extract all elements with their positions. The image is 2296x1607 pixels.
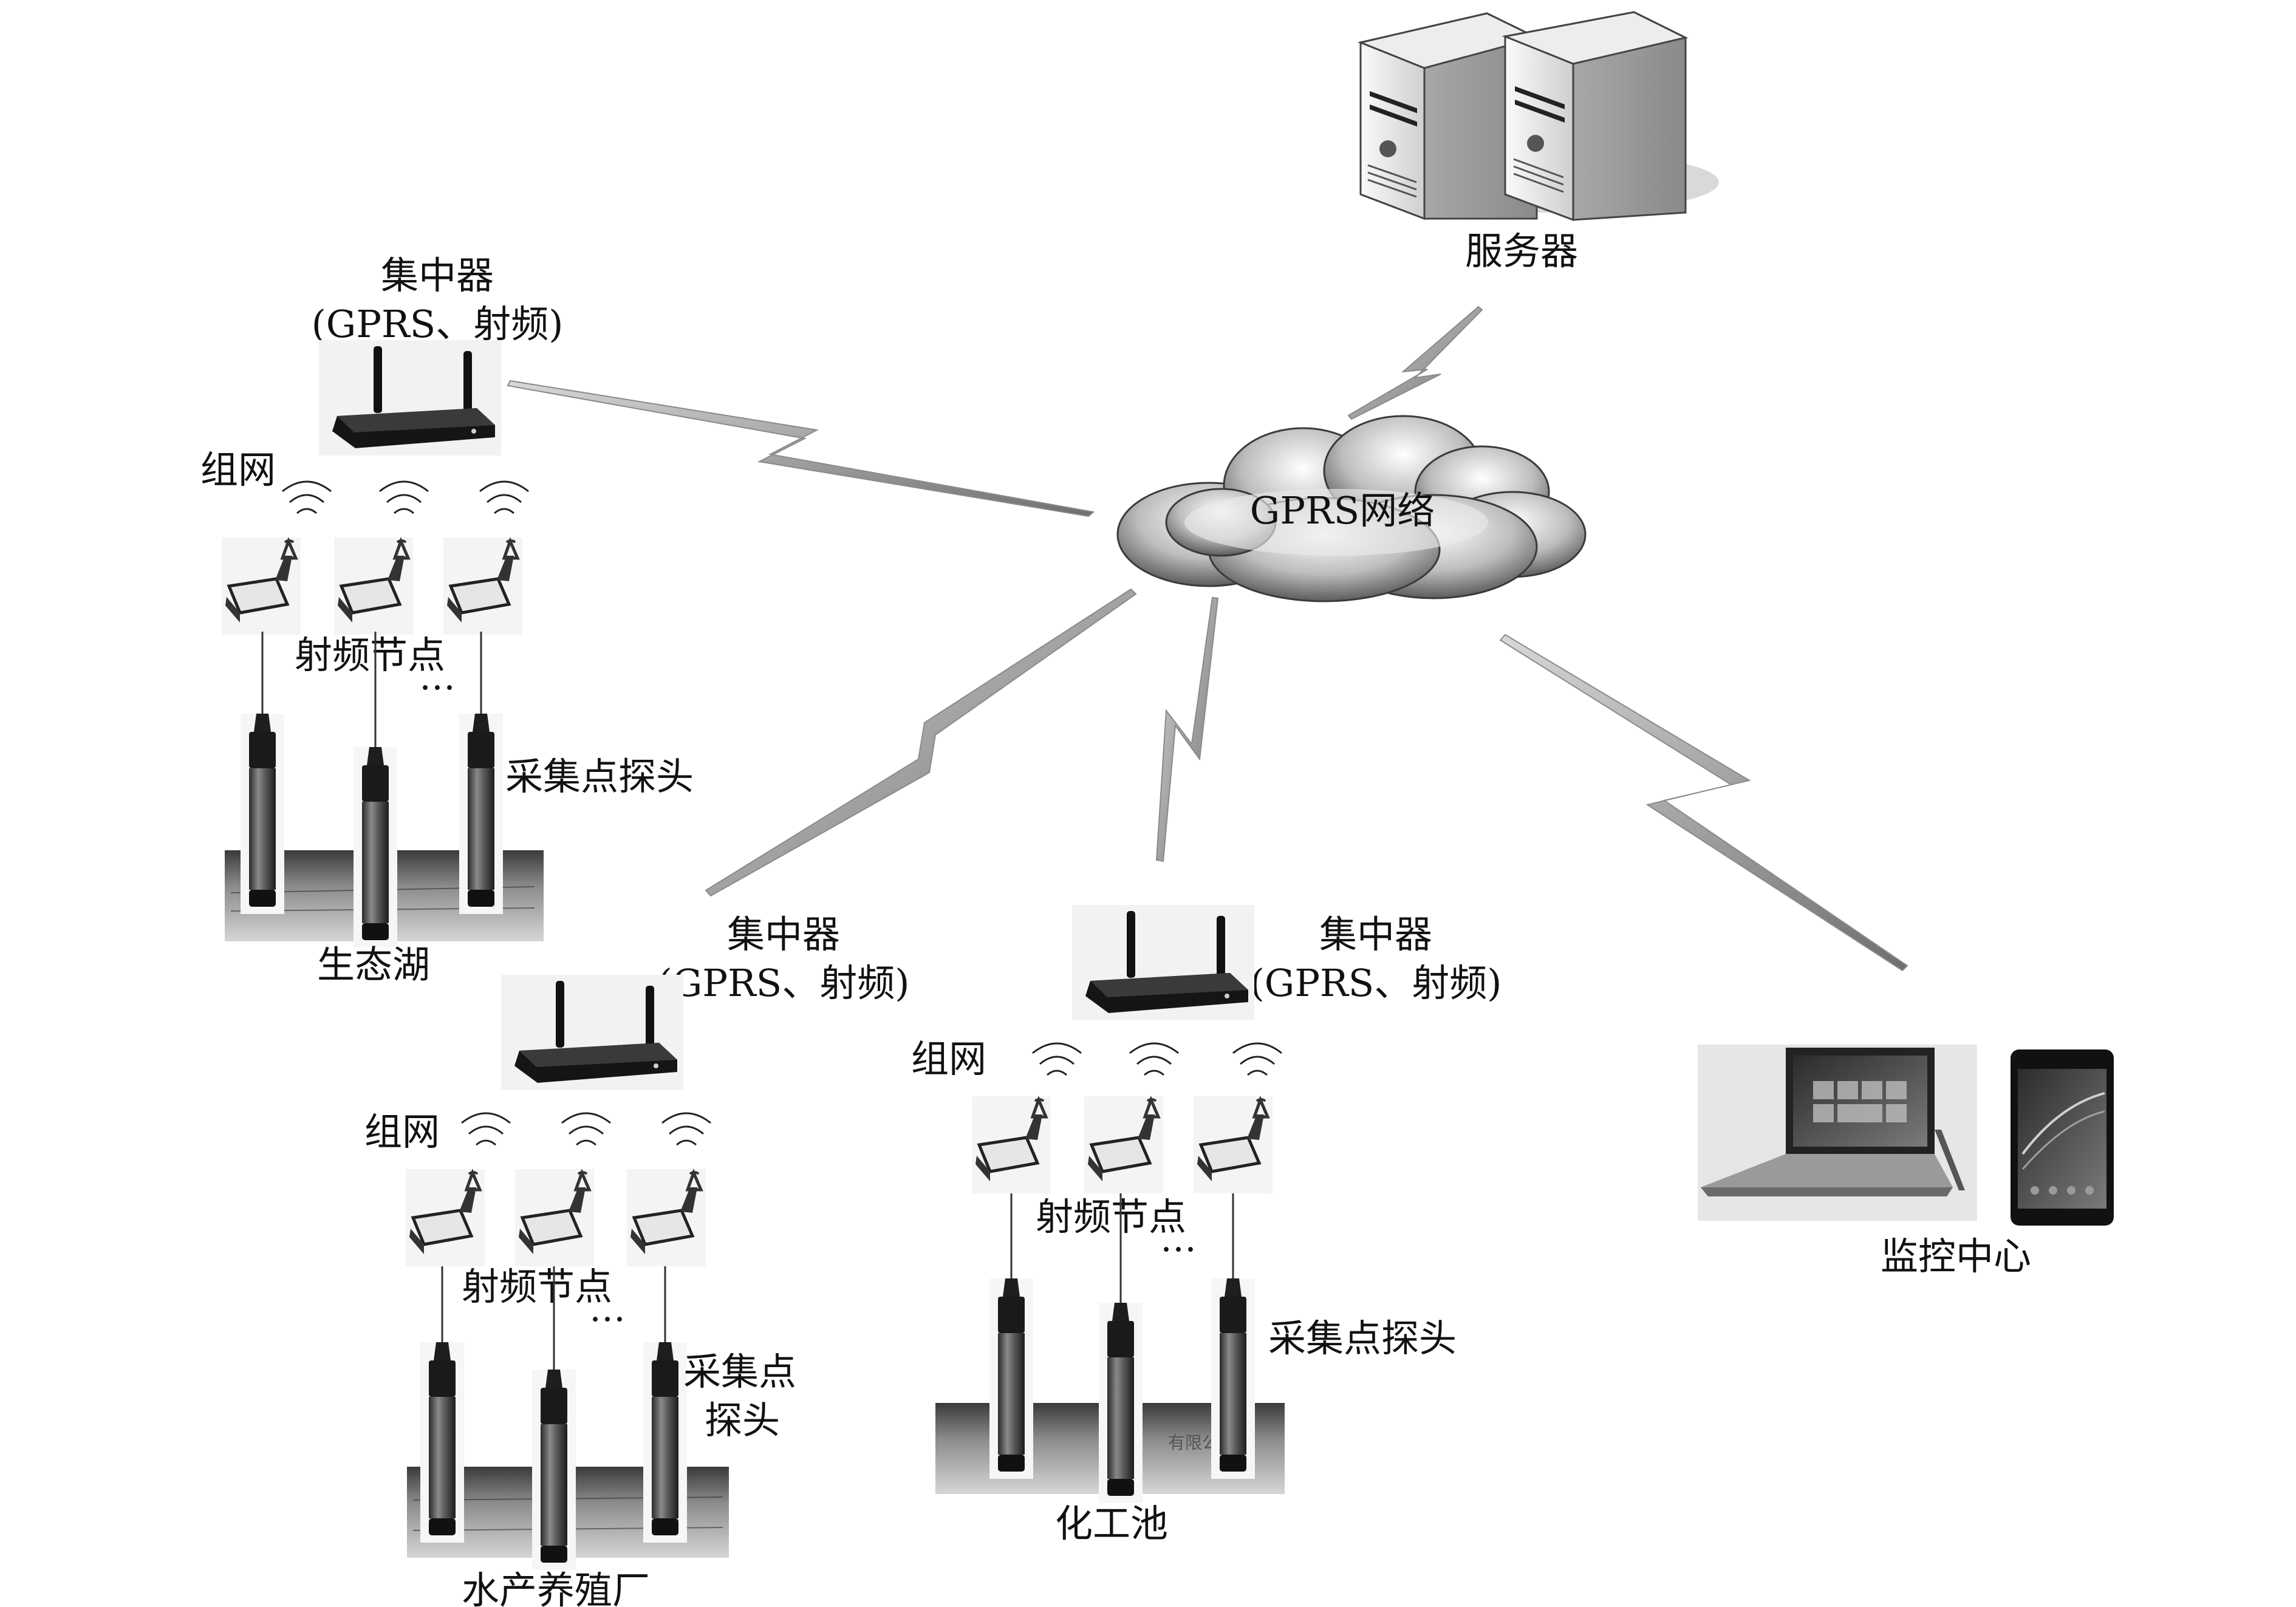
probe-icon: [532, 1370, 576, 1570]
link-network-to-monitor: [1499, 633, 1908, 972]
probe-icon: [643, 1342, 687, 1543]
wireless-wave-icon: [479, 480, 530, 514]
concentrator-label: 集中器: [381, 253, 494, 298]
probe-icon: [354, 747, 397, 947]
server-label: 服务器: [1465, 229, 1578, 273]
wireless-wave-icon: [661, 1112, 712, 1146]
site-label: 化工池: [1055, 1501, 1168, 1546]
server-icon: [1357, 11, 1719, 222]
router-icon: [1072, 905, 1254, 1020]
concentrator-subtitle: (GPRS、射频): [658, 961, 910, 1005]
link-network-to-chemical-pool: [1155, 596, 1219, 862]
site-label: 生态湖: [317, 943, 430, 987]
rf-node-icon: [515, 1169, 594, 1266]
probe-icon: [459, 714, 503, 914]
concentrator-subtitle: (GPRS、射频): [312, 302, 564, 346]
probe-icon: [1099, 1303, 1143, 1503]
more-nodes-ellipsis: …: [1160, 1218, 1197, 1260]
site-aquaculture: 集中器 (GPRS、射频) 组网 射频节点 … 采集点 探头 水产养殖厂: [364, 912, 909, 1607]
rf-node-icon: [972, 1096, 1051, 1193]
more-nodes-ellipsis: …: [419, 656, 456, 698]
wireless-wave-icon: [378, 480, 429, 514]
rf-node-icon: [222, 537, 301, 635]
link-network-to-server: [1347, 305, 1483, 420]
probe-icon: [1211, 1278, 1255, 1479]
network-join-label: 组网: [911, 1037, 986, 1081]
probe-icon: [241, 714, 284, 914]
rf-node-label: 射频节点: [462, 1264, 612, 1309]
cloud-icon: [1116, 415, 1587, 602]
router-icon: [501, 975, 683, 1090]
photo-sign-text: 有限公: [1168, 1433, 1219, 1453]
network-label: GPRS网络: [1250, 488, 1435, 533]
wireless-wave-icon: [281, 480, 332, 514]
rf-node-label: 射频节点: [1036, 1195, 1186, 1239]
probe-label: 采集点探头: [505, 754, 694, 799]
concentrator-label: 集中器: [1319, 912, 1432, 957]
rf-node-icon: [1194, 1096, 1273, 1193]
wireless-wave-icon: [1232, 1042, 1283, 1076]
monitor-label: 监控中心: [1881, 1234, 2031, 1278]
network-join-label: 组网: [200, 448, 276, 492]
wireless-wave-icon: [561, 1112, 612, 1146]
probe-label: 采集点探头: [1268, 1316, 1457, 1360]
rf-node-label: 射频节点: [295, 633, 445, 677]
probe-label: 采集点: [683, 1349, 796, 1394]
more-nodes-ellipsis: …: [589, 1288, 626, 1330]
probe-icon: [420, 1342, 464, 1543]
rf-node-icon: [627, 1169, 706, 1266]
link-network-to-aquaculture: [705, 588, 1137, 897]
site-label: 水产养殖厂: [462, 1568, 650, 1607]
smartphone-icon: [2011, 1049, 2114, 1226]
wireless-wave-icon: [1129, 1042, 1180, 1076]
link-ecolake-to-network: [507, 380, 1095, 517]
wireless-wave-icon: [1031, 1042, 1082, 1076]
site-eco-lake: 集中器 (GPRS、射频) 组网 射频节点 … 采集点探头 生态湖: [200, 253, 694, 987]
site-chemical-pool: 集中器 (GPRS、射频) 组网 射频节点 … 有限公 采集点探头 化工池: [911, 905, 1502, 1546]
probe-icon: [989, 1278, 1033, 1479]
router-icon: [319, 340, 501, 455]
rf-node-icon: [406, 1169, 485, 1266]
tablet-icon: [1698, 1045, 1977, 1221]
rf-node-icon: [1084, 1096, 1163, 1193]
concentrator-label: 集中器: [727, 912, 840, 957]
concentrator-subtitle: (GPRS、射频): [1250, 961, 1502, 1005]
wireless-wave-icon: [460, 1112, 511, 1146]
rf-node-icon: [334, 537, 413, 635]
network-join-label: 组网: [364, 1110, 440, 1154]
rf-node-icon: [443, 537, 522, 635]
probe-label-line2: 探头: [705, 1398, 780, 1442]
